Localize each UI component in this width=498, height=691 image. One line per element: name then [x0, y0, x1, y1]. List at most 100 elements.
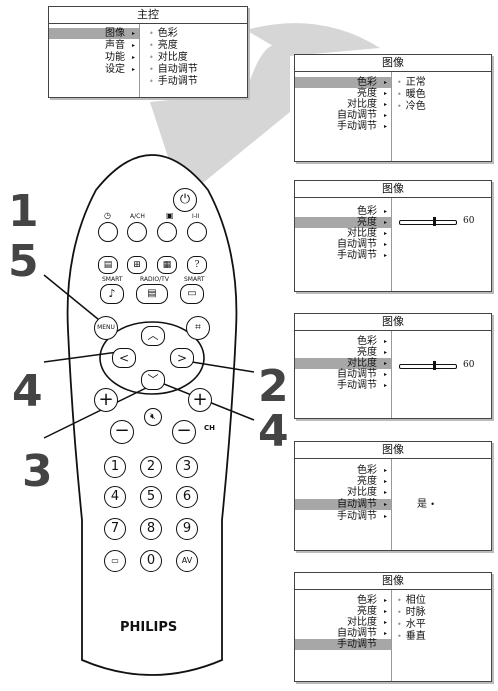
brightness-slider-knob[interactable]: [433, 217, 436, 226]
manual-option-vertical[interactable]: •垂直: [397, 631, 426, 642]
digit-1-key[interactable]: 1: [104, 456, 126, 478]
smart-sound-button[interactable]: ♪: [100, 284, 124, 304]
main-option-contrast[interactable]: •对比度: [149, 52, 188, 63]
image-item-contrast[interactable]: 对比度▸: [347, 228, 387, 239]
image-item-color[interactable]: 色彩▸: [357, 465, 387, 476]
digit-2-key[interactable]: 2: [140, 456, 162, 478]
image-item-manual-adjust[interactable]: 手动调节▸: [337, 511, 387, 522]
brightness-value: 60: [463, 216, 475, 226]
digit-0-key[interactable]: 0: [140, 550, 162, 572]
image-item-contrast[interactable]: 对比度▸: [347, 487, 387, 498]
main-menu-panel: 主控 图像▸ 声音▸ 功能▸ 设定▸ •色彩 •亮度 •对比度 •自动调节 •手…: [48, 6, 248, 98]
volume-up-button[interactable]: +: [94, 388, 118, 412]
brightness-slider[interactable]: [399, 220, 457, 225]
image-item-brightness[interactable]: 亮度▸: [357, 88, 387, 99]
av-key[interactable]: AV: [176, 550, 198, 572]
image-item-brightness[interactable]: 亮度▸: [357, 606, 387, 617]
mute-button[interactable]: 🔇︎: [144, 408, 162, 426]
cursor-down-button[interactable]: ﹀: [141, 370, 165, 390]
image-item-manual-adjust[interactable]: 手动调节▸: [337, 380, 387, 391]
main-menu-item-image[interactable]: 图像▸: [49, 28, 139, 39]
image-item-brightness[interactable]: 亮度▸: [357, 476, 387, 487]
image-item-contrast[interactable]: 对比度▸: [347, 99, 387, 110]
cursor-left-button[interactable]: <: [112, 348, 136, 368]
image-item-auto-adjust[interactable]: 自动调节▸: [337, 628, 387, 639]
main-menu-item-setup[interactable]: 设定▸: [105, 64, 135, 75]
image-item-auto-adjust[interactable]: 自动调节▸: [337, 110, 387, 121]
digit-3-key[interactable]: 3: [176, 456, 198, 478]
cursor-right-button[interactable]: >: [170, 348, 194, 368]
image-menu-list: 色彩▸ 亮度▸ 对比度▸ 自动调节▸ 手动调节▸: [295, 331, 392, 418]
i-ii-button[interactable]: [187, 222, 207, 242]
image-menu-brightness: 图像 色彩▸ 亮度▸ 对比度▸ 自动调节▸ 手动调节▸ 60: [294, 180, 492, 292]
digit-4-key[interactable]: 4: [104, 486, 126, 508]
contrast-slider[interactable]: [399, 364, 457, 369]
main-option-brightness[interactable]: •亮度: [149, 40, 178, 51]
contrast-slider-knob[interactable]: [433, 361, 436, 370]
image-item-color[interactable]: 色彩▸: [295, 77, 391, 88]
image-menu-list: 色彩▸ 亮度▸ 对比度▸ 自动调节▸ 手动调节▸: [295, 72, 392, 161]
manual-option-horizontal[interactable]: •水平: [397, 619, 426, 630]
screen-format-button[interactable]: [157, 222, 177, 242]
image-item-color[interactable]: 色彩▸: [357, 595, 387, 606]
color-option-cool[interactable]: •冷色: [397, 101, 426, 112]
manual-option-phase[interactable]: •相位: [397, 595, 426, 606]
image-menu-title: 图像: [295, 55, 491, 72]
digit-7-key[interactable]: 7: [104, 518, 126, 540]
channel-down-button[interactable]: −: [172, 420, 196, 444]
main-option-manual-adjust[interactable]: •手动调节: [149, 76, 198, 87]
main-menu-list: 图像▸ 声音▸ 功能▸ 设定▸: [49, 24, 140, 97]
menu-button[interactable]: MENU: [94, 316, 118, 340]
teletext-button-2[interactable]: ⊞: [127, 256, 147, 274]
teletext-button-3[interactable]: ▦: [157, 256, 177, 274]
ch-label: CH: [204, 424, 215, 432]
image-item-color[interactable]: 色彩▸: [357, 336, 387, 347]
image-item-contrast[interactable]: 对比度▸: [347, 617, 387, 628]
image-menu-auto-adjust: 图像 色彩▸ 亮度▸ 对比度▸ 自动调节▸ 手动调节▸ 是 •: [294, 441, 492, 551]
digit-6-key[interactable]: 6: [176, 486, 198, 508]
image-item-brightness[interactable]: 亮度▸: [295, 217, 391, 228]
image-item-color[interactable]: 色彩▸: [357, 206, 387, 217]
digit-9-key[interactable]: 9: [176, 518, 198, 540]
main-option-auto-adjust[interactable]: •自动调节: [149, 64, 198, 75]
digit-5-key[interactable]: 5: [140, 486, 162, 508]
channel-up-button[interactable]: +: [188, 388, 212, 412]
image-menu-title: 图像: [295, 181, 491, 198]
radio-tv-button[interactable]: ▤: [136, 284, 168, 304]
image-item-auto-adjust[interactable]: 自动调节▸: [337, 369, 387, 380]
digit-8-key[interactable]: 8: [140, 518, 162, 540]
image-item-manual-adjust[interactable]: 手动调节▸: [337, 121, 387, 132]
image-item-manual-adjust[interactable]: 手动调节▸: [337, 250, 387, 261]
main-menu-item-function[interactable]: 功能▸: [105, 52, 135, 63]
contrast-value: 60: [463, 360, 475, 370]
image-menu-manual-adjust: 图像 色彩▸ 亮度▸ 对比度▸ 自动调节▸ 手动调节 •相位 •时脉 •水平 •…: [294, 572, 492, 682]
image-item-auto-adjust[interactable]: 自动调节▸: [337, 239, 387, 250]
image-item-contrast[interactable]: 对比度▸: [295, 358, 391, 369]
help-button[interactable]: ?: [187, 256, 207, 274]
main-option-color[interactable]: •色彩: [149, 28, 178, 39]
image-menu-list: 色彩▸ 亮度▸ 对比度▸ 自动调节▸ 手动调节: [295, 590, 392, 681]
image-item-auto-adjust[interactable]: 自动调节▸: [295, 499, 391, 510]
sleep-button[interactable]: [98, 222, 118, 242]
screen-icon: ▣: [166, 211, 174, 220]
image-item-manual-adjust[interactable]: 手动调节: [295, 639, 391, 650]
auto-adjust-confirm[interactable]: 是 •: [417, 499, 435, 510]
smart-label-2: SMART: [184, 276, 205, 283]
smart-picture-button[interactable]: ▭: [180, 284, 204, 304]
color-option-warm[interactable]: •暖色: [397, 89, 426, 100]
image-item-brightness[interactable]: 亮度▸: [357, 347, 387, 358]
pip-button[interactable]: ⌗: [186, 316, 210, 340]
ach-button[interactable]: [127, 222, 147, 242]
i-ii-label: I-II: [192, 213, 200, 220]
step-number-4-left: 4: [12, 366, 43, 417]
manual-option-clock[interactable]: •时脉: [397, 607, 426, 618]
color-option-normal[interactable]: •正常: [397, 77, 426, 88]
cursor-up-button[interactable]: ︿: [141, 326, 165, 346]
volume-down-button[interactable]: −: [110, 420, 134, 444]
image-menu-list: 色彩▸ 亮度▸ 对比度▸ 自动调节▸ 手动调节▸: [295, 198, 392, 291]
teletext-button-1[interactable]: ▤: [98, 256, 118, 274]
power-button[interactable]: ⏻: [173, 188, 197, 212]
info-key[interactable]: ▭: [104, 550, 126, 572]
step-number-2: 2: [258, 361, 289, 412]
main-menu-item-sound[interactable]: 声音▸: [105, 40, 135, 51]
